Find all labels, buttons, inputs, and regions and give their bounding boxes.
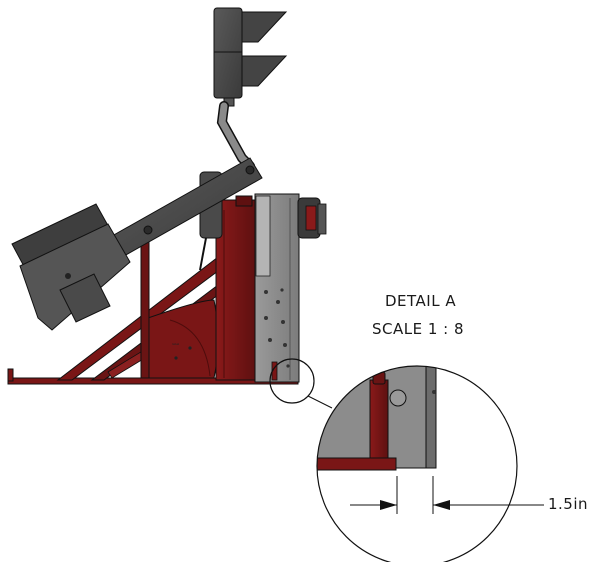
- rear-post: [140, 235, 150, 379]
- side-device: [297, 197, 327, 239]
- detail-scale: SCALE 1 : 8: [372, 320, 465, 338]
- traffic-signal-icon: [213, 7, 288, 107]
- main-assembly: label: [7, 7, 333, 409]
- dimension-value: 1.5in: [548, 495, 589, 513]
- svg-text:label: label: [172, 342, 179, 346]
- detail-circle-icon: [269, 358, 333, 409]
- detail-title: DETAIL A: [385, 292, 457, 310]
- dimension-arrow-icon: [350, 476, 544, 514]
- detail-view: [316, 365, 544, 567]
- gusset-plate: label: [147, 299, 219, 379]
- gate-housing: [11, 203, 131, 331]
- signal-mast: [216, 101, 255, 171]
- mounting-panel: [254, 193, 300, 383]
